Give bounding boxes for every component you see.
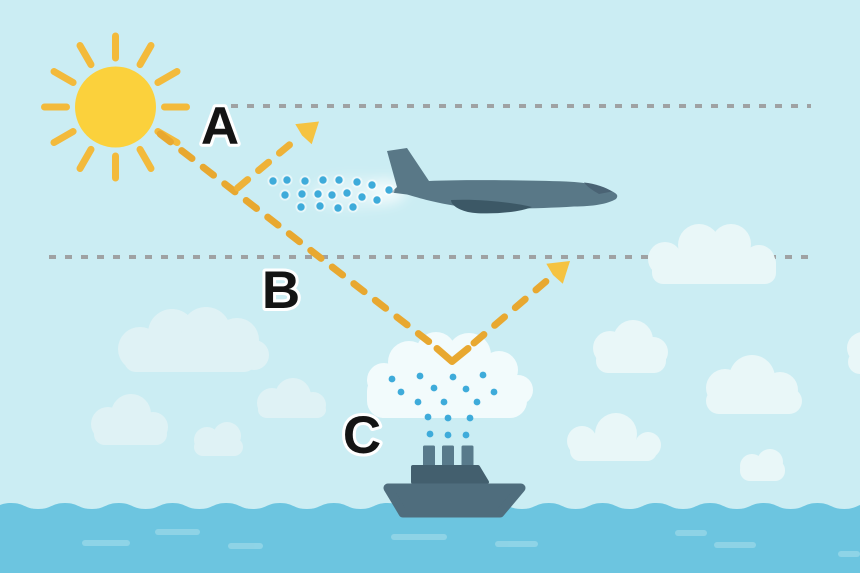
svg-text:C: C [343, 406, 381, 465]
svg-text:B: B [262, 261, 300, 320]
svg-text:A: A [201, 97, 239, 156]
